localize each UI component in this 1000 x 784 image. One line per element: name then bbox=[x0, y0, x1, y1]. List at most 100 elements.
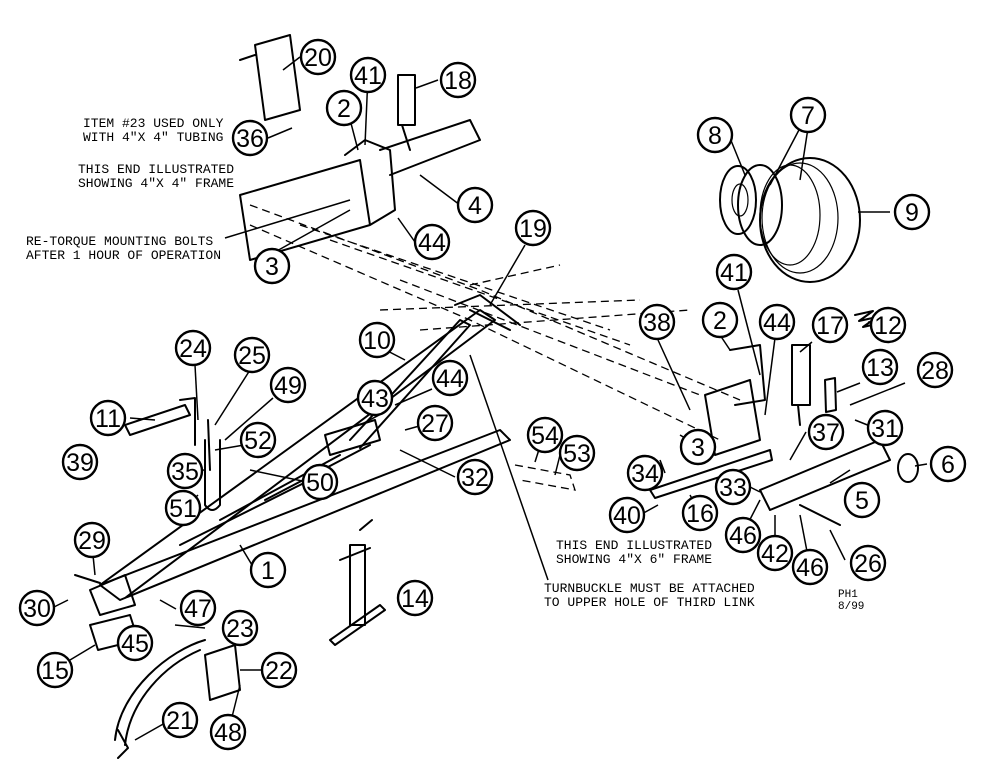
callout-number: 38 bbox=[643, 309, 671, 337]
callout-number: 41 bbox=[354, 62, 382, 90]
note-item23-line1: ITEM #23 USED ONLY bbox=[83, 116, 224, 131]
axle-arm-5 bbox=[759, 439, 891, 511]
callout-circle bbox=[61, 443, 99, 481]
plate-43 bbox=[324, 419, 381, 456]
callout-number: 22 bbox=[265, 657, 293, 685]
hub-8 bbox=[719, 165, 757, 235]
callout-number: 5 bbox=[855, 487, 869, 515]
callout-circle bbox=[758, 303, 796, 341]
callout-circle bbox=[715, 253, 753, 291]
callout-number: 11 bbox=[95, 405, 121, 433]
callout-circle bbox=[209, 713, 247, 751]
note-end4x4-line2: SHOWING 4"X 4" FRAME bbox=[78, 176, 234, 191]
callout-circle bbox=[439, 61, 477, 99]
callout-circle bbox=[456, 186, 494, 224]
callout-circle bbox=[18, 589, 56, 627]
callout-number: 17 bbox=[816, 312, 844, 340]
spring-12 bbox=[854, 310, 882, 328]
callout-bubble-34: 34 bbox=[626, 454, 664, 492]
callout-number: 39 bbox=[66, 449, 94, 477]
callout-circle bbox=[174, 329, 212, 367]
callout-circle bbox=[416, 404, 454, 442]
callout-bubble-43: 43 bbox=[356, 379, 394, 417]
callout-number: 29 bbox=[78, 527, 106, 555]
callout-number: 44 bbox=[418, 229, 446, 257]
callout-bubble-10: 10 bbox=[358, 321, 396, 359]
callout-bubble-46: 46 bbox=[724, 516, 762, 554]
callout-number: 45 bbox=[121, 630, 149, 658]
turnbuckle-10 bbox=[349, 319, 471, 449]
callout-circle bbox=[349, 56, 387, 94]
callout-bubble-44: 44 bbox=[758, 303, 796, 341]
callout-circle bbox=[807, 413, 845, 451]
callout-circle bbox=[866, 409, 904, 447]
tongue-tip bbox=[89, 574, 136, 616]
note-end4x6-line2: SHOWING 4"X 6" FRAME bbox=[556, 552, 712, 567]
callout-number: 54 bbox=[531, 422, 559, 450]
tube-4x4 bbox=[379, 119, 481, 176]
frame-line-art bbox=[74, 34, 919, 759]
callout-circle bbox=[431, 359, 469, 397]
callout-bubble-6: 6 bbox=[929, 445, 967, 483]
clamp-22 bbox=[204, 644, 241, 701]
callout-number: 19 bbox=[519, 215, 547, 243]
pin-54 bbox=[514, 464, 576, 491]
callout-number: 48 bbox=[214, 719, 242, 747]
callout-circle bbox=[73, 521, 111, 559]
callout-circle bbox=[396, 579, 434, 617]
callout-number: 2 bbox=[337, 95, 351, 123]
hub-6 bbox=[897, 453, 919, 483]
callout-bubble-48: 48 bbox=[209, 713, 247, 751]
callout-bubble-13: 13 bbox=[861, 348, 899, 386]
callout-circle bbox=[789, 96, 827, 134]
callout-bubble-18: 18 bbox=[439, 61, 477, 99]
callout-number: 16 bbox=[686, 500, 714, 528]
callout-circle bbox=[269, 366, 307, 404]
callout-circle bbox=[849, 544, 887, 582]
callout-number: 52 bbox=[244, 427, 272, 455]
callout-circle bbox=[161, 701, 199, 739]
callout-number: 12 bbox=[874, 312, 902, 340]
callout-circle bbox=[231, 119, 269, 157]
safety-chain-21 bbox=[114, 639, 206, 759]
callout-bubble-5: 5 bbox=[843, 481, 881, 519]
callout-number: 10 bbox=[363, 327, 391, 355]
callout-number: 50 bbox=[306, 469, 334, 497]
callout-circle bbox=[358, 321, 396, 359]
callout-bubble-47: 47 bbox=[179, 589, 217, 627]
cylinder-18 bbox=[397, 74, 416, 151]
callout-bubble-53: 53 bbox=[558, 434, 596, 472]
callout-circle bbox=[724, 516, 762, 554]
callout-bubble-4: 4 bbox=[456, 186, 494, 224]
note-retorque-line1: RE-TORQUE MOUNTING BOLTS bbox=[26, 234, 213, 249]
link-16 bbox=[649, 449, 773, 499]
callout-number: 46 bbox=[729, 522, 757, 550]
callout-bubble-1: 1 bbox=[249, 551, 287, 589]
callout-bubble-2: 2 bbox=[325, 89, 363, 127]
callout-bubble-23: 23 bbox=[221, 609, 259, 647]
callout-bubble-50: 50 bbox=[301, 463, 339, 501]
callout-bubble-20: 20 bbox=[299, 38, 337, 76]
callout-number: 3 bbox=[691, 434, 705, 462]
callout-number: 1 bbox=[261, 557, 275, 585]
callout-bubble-36: 36 bbox=[231, 119, 269, 157]
callout-circle bbox=[843, 481, 881, 519]
callout-circle bbox=[791, 548, 829, 586]
callout-number: 13 bbox=[866, 354, 894, 382]
callout-bubble-40: 40 bbox=[608, 496, 646, 534]
bracket-11 bbox=[124, 397, 196, 446]
callout-circle bbox=[626, 454, 664, 492]
tongue-frame bbox=[99, 309, 511, 601]
callout-bubble-17: 17 bbox=[811, 306, 849, 344]
callout-number: 23 bbox=[226, 615, 254, 643]
callout-number: 44 bbox=[436, 365, 464, 393]
callout-bubble-27: 27 bbox=[416, 404, 454, 442]
callout-bubble-45: 45 bbox=[116, 624, 154, 662]
ubolt-35 bbox=[204, 439, 221, 511]
callout-bubble-51: 51 bbox=[164, 489, 202, 527]
callout-number: 37 bbox=[812, 419, 840, 447]
callout-number: 46 bbox=[796, 554, 824, 582]
callout-bubble-26: 26 bbox=[849, 544, 887, 582]
callout-circle bbox=[526, 416, 564, 454]
